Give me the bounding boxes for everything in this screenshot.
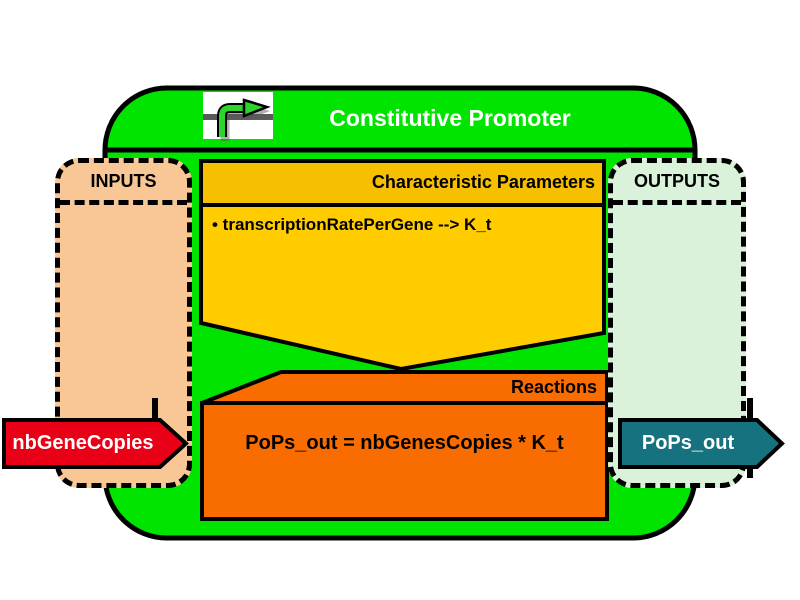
- parameter-item: • transcriptionRatePerGene --> K_t: [212, 215, 492, 234]
- reaction-equation: PoPs_out = nbGenesCopies * K_t: [245, 432, 564, 454]
- promoter-icon-arrow-head: [242, 98, 271, 118]
- input-port-tick: [152, 398, 158, 424]
- component-title: Constitutive Promoter: [329, 105, 571, 131]
- promoter-icon-arrow-stem: [219, 105, 246, 137]
- reactions-box-shape: [200, 401, 609, 521]
- input-arrow-shape: [2, 418, 189, 469]
- promoter-icon-baseline: [203, 114, 273, 120]
- inputs-panel-label: INPUTS: [90, 171, 157, 191]
- promoter-icon: [203, 92, 273, 141]
- reactions-box-title: Reactions: [510, 377, 597, 397]
- inputs-panel-header: INPUTS: [60, 163, 187, 205]
- output-arrow-label: PoPs_out: [641, 432, 735, 454]
- input-arrow-label: nbGeneCopies: [12, 432, 154, 454]
- parameters-box-title: Characteristic Parameters: [371, 172, 595, 192]
- outputs-panel-header: OUTPUTS: [613, 163, 741, 205]
- parameters-box-shape: [201, 161, 604, 369]
- parameters-box-border: [199, 159, 606, 372]
- outputs-panel-label: OUTPUTS: [633, 171, 720, 191]
- output-arrow-shape: [618, 418, 785, 469]
